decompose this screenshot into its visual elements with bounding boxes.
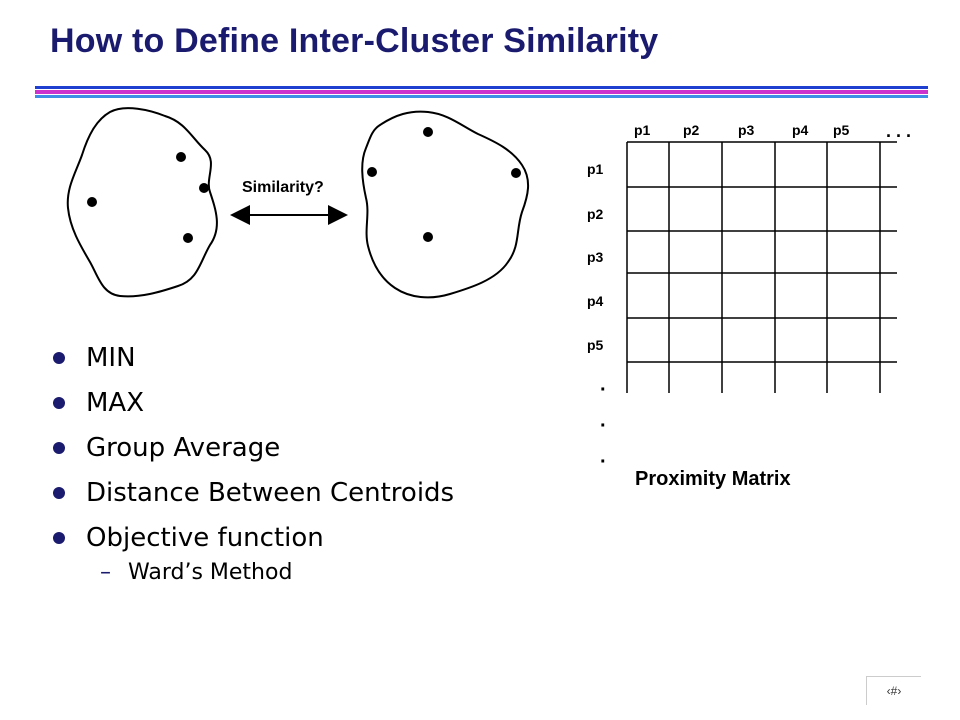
point: [199, 183, 209, 193]
matrix-row-ellipsis: ·: [600, 451, 607, 473]
bullet-item: Group Average: [50, 430, 454, 475]
matrix-caption: Proximity Matrix: [635, 468, 791, 490]
title-rule-magenta: [35, 90, 928, 94]
point: [367, 167, 377, 177]
bullet-text: Objective function: [86, 523, 324, 553]
bullet-item: Objective function: [50, 520, 454, 565]
cluster-left: [66, 107, 218, 298]
slide-title: How to Define Inter-Cluster Similarity: [50, 22, 659, 60]
cluster-diagram: Similarity? p1 p2 p3 p4 p5 . . . p1 p2 p…: [66, 107, 911, 473]
bullet-dot-icon: [53, 532, 65, 544]
bullet-list: MIN MAX Group Average Distance Between C…: [50, 340, 454, 565]
bullet-text: Group Average: [86, 433, 281, 463]
matrix-col-header: p2: [683, 122, 700, 138]
sub-bullet: –Ward’s Method: [100, 560, 292, 585]
bullet-dot-icon: [53, 352, 65, 364]
sub-bullet-text: Ward’s Method: [128, 560, 293, 585]
bullet-dot-icon: [53, 487, 65, 499]
matrix-row-header: p4: [587, 293, 604, 309]
point: [176, 152, 186, 162]
dash-icon: –: [100, 560, 111, 585]
similarity-label: Similarity?: [242, 179, 324, 196]
matrix-col-header: p3: [738, 122, 755, 138]
bullet-item: Distance Between Centroids: [50, 475, 454, 520]
bullet-dot-icon: [53, 442, 65, 454]
matrix-row-header: p2: [587, 206, 604, 222]
matrix-row-ellipsis: ·: [600, 415, 607, 437]
point: [87, 197, 97, 207]
bullet-text: MAX: [86, 388, 145, 418]
point: [423, 127, 433, 137]
matrix-col-header: p1: [634, 122, 651, 138]
point: [511, 168, 521, 178]
proximity-matrix: [626, 141, 897, 393]
matrix-col-header: p5: [833, 122, 850, 138]
bullet-dot-icon: [53, 397, 65, 409]
bullet-item: MAX: [50, 385, 454, 430]
bullet-item: MIN: [50, 340, 454, 385]
cluster-right: [361, 110, 529, 299]
page-number: ‹#›: [866, 676, 921, 705]
matrix-row-header: p5: [587, 337, 604, 353]
matrix-row-ellipsis: ·: [600, 379, 607, 401]
matrix-col-header: p4: [792, 122, 809, 138]
matrix-row-header: p1: [587, 161, 604, 177]
matrix-row-header: p3: [587, 249, 604, 265]
point: [423, 232, 433, 242]
matrix-col-ellipsis: . . .: [886, 121, 911, 141]
title-rule-blue: [35, 86, 928, 89]
bullet-text: Distance Between Centroids: [86, 478, 455, 508]
title-rule-lightblue: [35, 95, 928, 98]
bullet-text: MIN: [86, 343, 136, 373]
point: [183, 233, 193, 243]
